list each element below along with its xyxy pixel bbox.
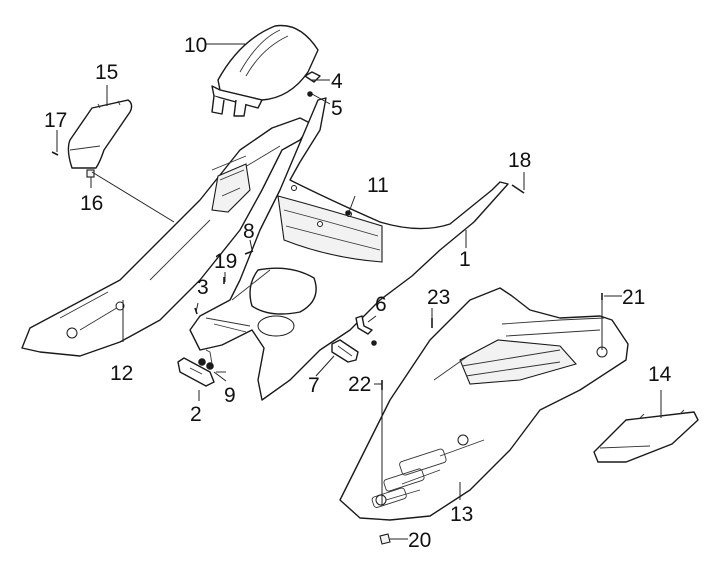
callout-4: 4 <box>331 70 343 93</box>
part-1-center-frame-cover[interactable] <box>189 97 509 401</box>
callout-16: 16 <box>80 192 103 215</box>
part-14-right-side-cover[interactable] <box>593 409 699 463</box>
part-10-storage-lid[interactable] <box>211 24 319 117</box>
part-2-latch-plate[interactable] <box>177 357 215 387</box>
part-16-clip-nut[interactable] <box>86 169 95 178</box>
callout-14: 14 <box>648 363 672 386</box>
part-8-screw[interactable] <box>244 250 254 255</box>
callout-22: 22 <box>348 373 371 396</box>
part-12-left-floor-side-panel[interactable] <box>21 117 313 357</box>
part-17-screw[interactable] <box>51 151 59 156</box>
part-9-springs[interactable] <box>198 349 226 373</box>
callout-1: 1 <box>459 248 471 271</box>
callout-8: 8 <box>243 220 255 243</box>
callout-12: 12 <box>110 362 133 385</box>
callout-13: 13 <box>450 503 473 526</box>
callout-11: 11 <box>367 174 389 197</box>
callout-3: 3 <box>197 276 209 299</box>
part-13-right-floor-panel[interactable] <box>339 287 629 521</box>
part-15-left-side-cover[interactable] <box>67 99 133 169</box>
callout-10: 10 <box>184 34 207 57</box>
part-18-screw[interactable] <box>511 184 525 194</box>
callout-9: 9 <box>224 384 236 407</box>
part-6-bracket[interactable] <box>355 315 377 346</box>
part-5-screw[interactable] <box>307 91 313 97</box>
part-20-clip-nut[interactable] <box>379 533 391 545</box>
callout-15: 15 <box>95 61 118 84</box>
leader-lines <box>56 43 662 540</box>
callout-21: 21 <box>622 286 645 309</box>
callout-18: 18 <box>508 149 531 172</box>
part-7-hinge[interactable] <box>331 339 359 363</box>
callout-20: 20 <box>408 529 431 552</box>
callout-17: 17 <box>44 109 67 132</box>
callout-5: 5 <box>331 97 343 120</box>
callout-23: 23 <box>427 286 450 309</box>
callout-19: 19 <box>214 250 237 273</box>
callout-2: 2 <box>190 403 202 426</box>
callout-labels: 10 4 5 15 17 16 18 11 1 8 19 3 12 2 9 7 … <box>44 34 672 552</box>
callout-7: 7 <box>308 374 320 397</box>
callout-6: 6 <box>375 293 387 316</box>
